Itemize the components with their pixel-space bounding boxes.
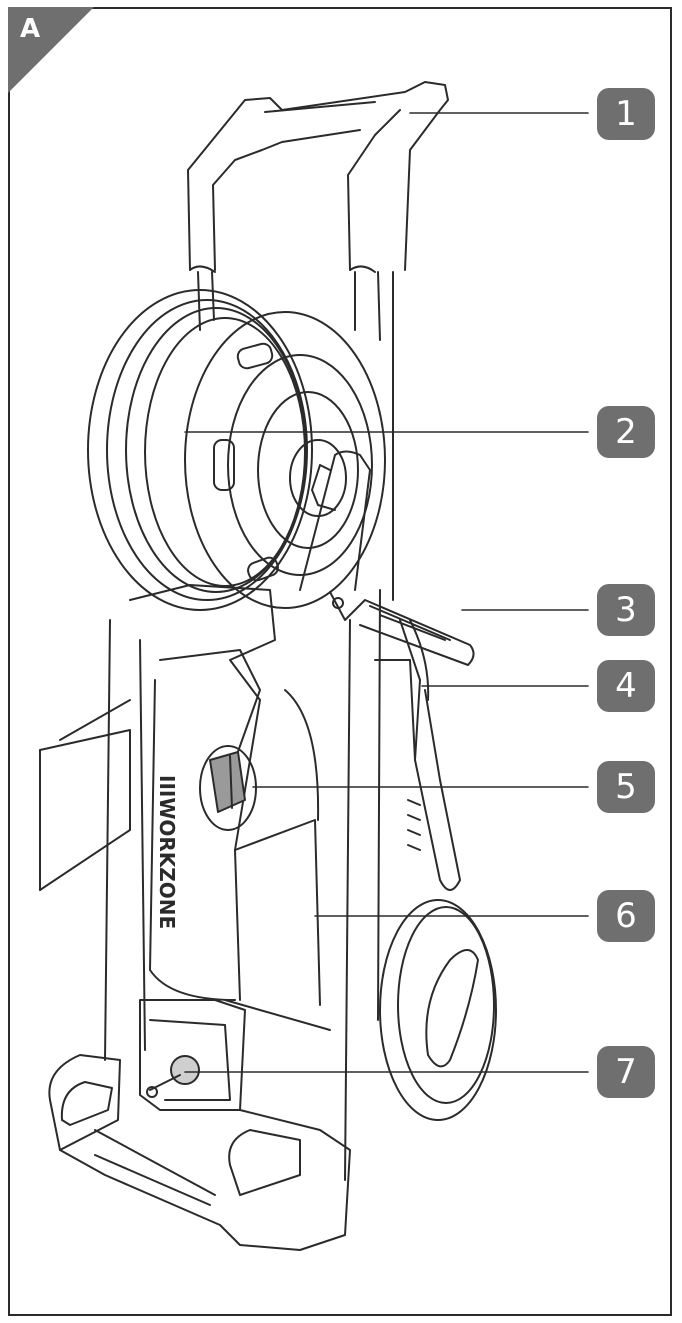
body-drawing [39, 584, 416, 1181]
callout-number: 2 [615, 412, 637, 452]
callout-number: 5 [615, 767, 637, 807]
callout-number: 3 [615, 590, 637, 630]
callout-7-water-inlet[interactable]: 7 [597, 1046, 655, 1098]
callout-3-crank[interactable]: 3 [597, 584, 655, 636]
switch-drawing [199, 745, 257, 831]
callout-number: 4 [615, 666, 637, 706]
callout-number: 7 [615, 1052, 637, 1092]
wheel-drawing [379, 899, 497, 1121]
hose-reel-drawing [87, 289, 386, 611]
callout-5-switch[interactable]: 5 [597, 761, 655, 813]
leader-lines [184, 112, 589, 1073]
brand-logo: IIIWORKZONE [155, 775, 179, 929]
figure-label-corner [8, 7, 94, 93]
callout-number: 6 [615, 896, 637, 936]
callout-2-hose-reel[interactable]: 2 [597, 406, 655, 458]
figure-label: A [20, 14, 41, 44]
callout-4-cable-hook[interactable]: 4 [597, 660, 655, 712]
crank-grip-drawing [329, 591, 475, 666]
cable-hook-drawing [399, 619, 461, 891]
callout-number: 1 [615, 94, 637, 134]
callout-1-handle[interactable]: 1 [597, 88, 655, 140]
base-drawing [48, 999, 351, 1251]
callout-6-accessory-holder[interactable]: 6 [597, 890, 655, 942]
